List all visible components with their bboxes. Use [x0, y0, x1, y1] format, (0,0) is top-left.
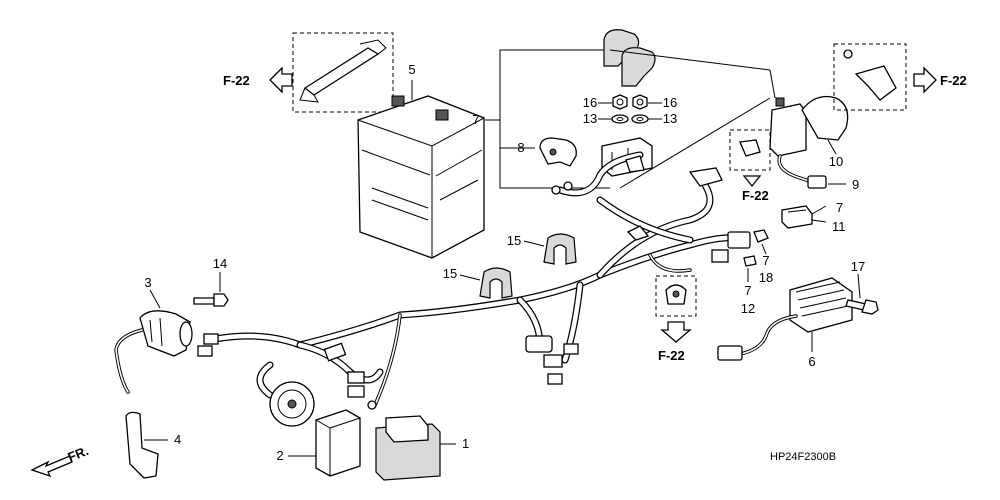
cdi-rubber-mount [375, 415, 441, 481]
cross-ref-f22-middle[interactable]: F-22 [742, 188, 769, 203]
callout-7-right-top[interactable]: 7 [836, 200, 843, 215]
arrow-right-icon [913, 66, 937, 94]
callout-2[interactable]: 2 [276, 448, 283, 463]
cross-ref-f22-top-right[interactable]: F-22 [940, 73, 967, 88]
battery-strap [303, 47, 380, 96]
washer-13-left [611, 114, 629, 124]
cdi-unit [315, 409, 361, 477]
nut-16-left [612, 94, 628, 110]
direction-arrow-icon [30, 455, 73, 478]
regulator-rectifier [717, 277, 853, 361]
callout-7-low[interactable]: 7 [744, 283, 751, 298]
bolt-14 [193, 293, 229, 307]
rubber-covers [603, 29, 656, 87]
callout-3[interactable]: 3 [144, 275, 151, 290]
relay-bracket-reference-group: F-22 [833, 43, 967, 111]
battery-strap-reference-group: F-22 [223, 32, 394, 113]
callout-7-left[interactable]: 7 [472, 112, 479, 127]
nut-washer-set [611, 94, 649, 124]
terminal-12 [743, 255, 757, 267]
arrow-down-icon [742, 175, 762, 188]
harness-band-15-lower [479, 267, 513, 299]
arrow-down-icon [660, 321, 692, 343]
cross-ref-f22-bottom[interactable]: F-22 [658, 348, 685, 363]
clip-reference-group-middle: F-22 [729, 129, 771, 203]
round-relay [269, 381, 315, 427]
terminal-7 [753, 229, 769, 243]
callout-18[interactable]: 18 [759, 270, 773, 285]
battery-terminal-left [391, 95, 405, 107]
cross-ref-f22-top-left[interactable]: F-22 [223, 73, 250, 88]
callout-9[interactable]: 9 [852, 177, 859, 192]
callout-8[interactable]: 8 [517, 140, 524, 155]
callout-16-left[interactable]: 16 [583, 95, 597, 110]
arrow-left-icon [269, 66, 293, 94]
callout-10[interactable]: 10 [829, 154, 843, 169]
spark-plug-cap [125, 411, 159, 479]
battery-terminal-right [435, 109, 449, 121]
callout-7-small[interactable]: 7 [762, 253, 769, 268]
front-direction-indicator: FR. [30, 443, 91, 478]
callout-15-upper[interactable]: 15 [507, 233, 521, 248]
harness-connectors [197, 155, 751, 410]
harness-band-15-upper [543, 233, 577, 265]
callout-1[interactable]: 1 [462, 436, 469, 451]
front-label: FR. [66, 443, 91, 465]
callout-16-right[interactable]: 16 [663, 95, 677, 110]
callout-17[interactable]: 17 [851, 259, 865, 274]
callout-6[interactable]: 6 [808, 354, 815, 369]
battery [357, 95, 485, 259]
nut-16-right [632, 94, 648, 110]
bolt-17 [845, 299, 879, 315]
starter-relay [769, 95, 849, 189]
callout-13-left[interactable]: 13 [583, 111, 597, 126]
callout-5[interactable]: 5 [408, 62, 415, 77]
callout-13-right[interactable]: 13 [663, 111, 677, 126]
harness-clamp-8 [539, 137, 577, 167]
ignition-coil [114, 310, 193, 394]
clip-reference-group-bottom: F-22 [655, 275, 697, 363]
callout-12[interactable]: 12 [741, 301, 755, 316]
callout-4[interactable]: 4 [174, 432, 181, 447]
relay-bracket [854, 65, 897, 101]
callout-14[interactable]: 14 [213, 256, 227, 271]
diagram-code: HP24F2300B [770, 451, 836, 463]
fuse-holder [781, 205, 813, 229]
callout-11[interactable]: 11 [832, 219, 846, 234]
callout-15-lower[interactable]: 15 [443, 266, 457, 281]
washer-13-right [631, 114, 649, 124]
